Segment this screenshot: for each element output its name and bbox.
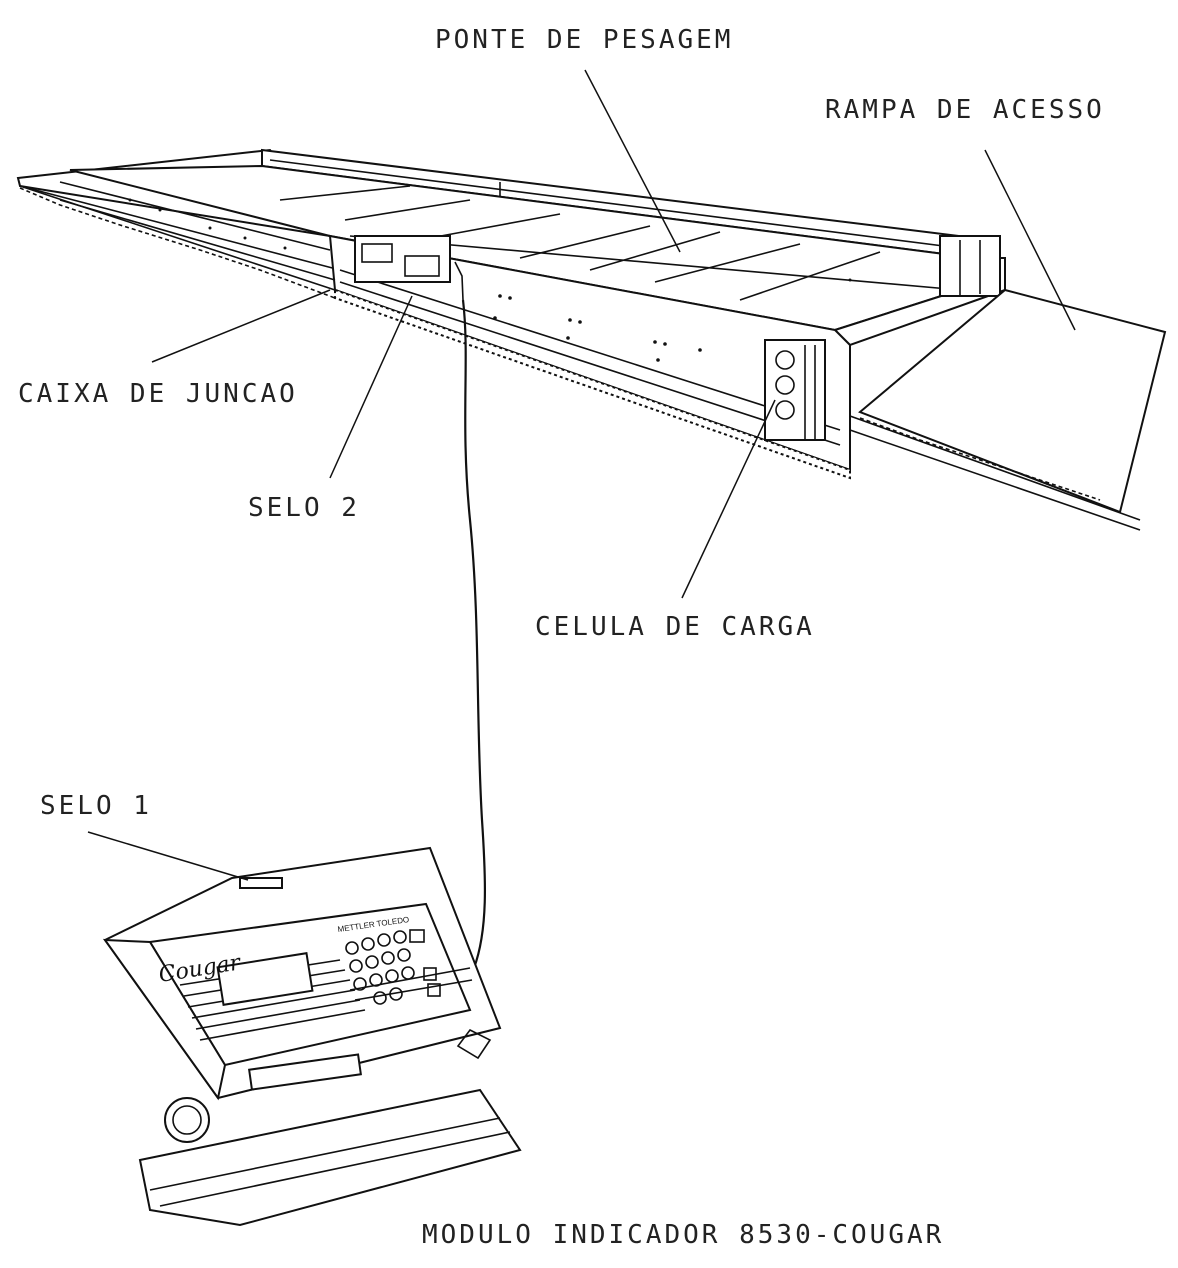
load-cell — [764, 339, 826, 441]
indicator-terminal: Cougar METTLER TOLEDO — [102, 846, 522, 1227]
label-selo-2: SELO 2 — [248, 493, 360, 523]
label-selo-1: SELO 1 — [40, 791, 152, 821]
label-celula-de-carga: CELULA DE CARGA — [535, 612, 815, 642]
certification-mark-icon — [456, 1028, 492, 1060]
label-caixa-de-juncao: CAIXA DE JUNCAO — [18, 379, 298, 409]
label-modulo-indicador: MODULO INDICADOR 8530-COUGAR — [422, 1220, 944, 1250]
label-rampa-de-acesso: RAMPA DE ACESSO — [825, 95, 1105, 125]
leader-lines — [87, 69, 1076, 881]
access-ramp — [849, 288, 1167, 531]
label-ponte-de-pesagem: PONTE DE PESAGEM — [435, 25, 733, 55]
keypad — [345, 929, 441, 1005]
cable-line — [461, 299, 487, 969]
weighbridge-platform — [16, 148, 1006, 480]
